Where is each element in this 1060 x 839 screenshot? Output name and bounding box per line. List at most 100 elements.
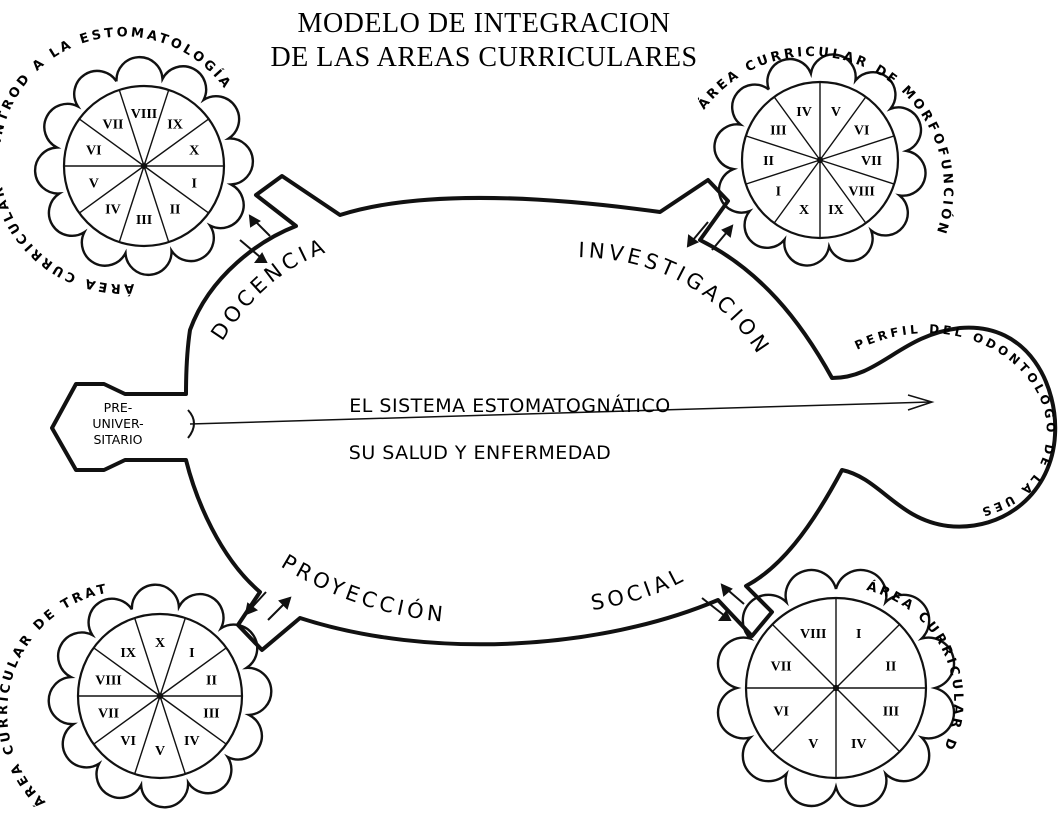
wheel-spoke <box>143 165 170 243</box>
central-arrow-head <box>907 394 935 411</box>
wheel-spoke <box>835 623 901 689</box>
wheel-segment-numeral: II <box>170 203 181 218</box>
wheel-spoke <box>133 617 161 697</box>
wheel-hub <box>140 162 148 170</box>
wheel-rim <box>47 583 273 809</box>
center-text-line-1: EL SISTEMA ESTOMATOGNÁTICO <box>349 394 670 417</box>
wheel-segment-numeral: X <box>799 203 809 218</box>
wheel-spoke <box>835 687 901 753</box>
wheel-spoke <box>819 96 867 161</box>
wheel-rim <box>713 53 927 267</box>
title-line-1: MODELO DE INTEGRACION <box>298 8 671 39</box>
arrows-bottom-right <box>701 583 745 621</box>
wheel-spoke <box>78 118 145 167</box>
wheel-spoke <box>773 96 821 161</box>
wheel-spoke <box>745 135 821 161</box>
wheel-segment-numeral: II <box>763 154 774 169</box>
wheel-spoke <box>93 647 161 697</box>
wheel-spoke <box>773 159 821 224</box>
wheel-spoke <box>159 647 227 697</box>
wheel-spoke <box>159 695 227 745</box>
main-body-outline <box>50 174 1058 652</box>
wheel-spoke <box>159 617 187 697</box>
investigacion-label: INVESTIGACION <box>578 238 776 360</box>
wheel-segment-numeral: V <box>831 105 841 120</box>
wheel-spoke <box>819 135 895 161</box>
wheel-segment-numeral: V <box>808 737 818 752</box>
wheel-hub <box>156 692 164 700</box>
central-arrow-line <box>189 401 931 425</box>
social-label: SOCIAL <box>589 562 690 615</box>
wheel-segment-numeral: I <box>856 627 861 642</box>
wheel-spoke <box>819 159 895 185</box>
arrows-bottom-left <box>244 591 292 621</box>
wheel-segment-numeral: VIII <box>95 673 121 688</box>
wheel-hub <box>816 156 824 164</box>
docencia-label: DOCENCIA <box>206 233 331 344</box>
wheel-spoke <box>819 159 867 224</box>
wheel-segment-numeral: I <box>776 184 781 199</box>
wheel-spoke <box>78 165 145 214</box>
wheel-segment-numeral: III <box>136 213 152 228</box>
wheel-segment-numeral: I <box>191 176 196 191</box>
wheel-spoke <box>771 687 837 753</box>
wheel-spoke <box>93 695 161 745</box>
wheel-bottom-left-label: ÁREA CURRICULAR DE TRATAMIENTOS <box>0 0 109 810</box>
wheel-segment-numeral: IV <box>796 105 812 120</box>
wheel-segment-numeral: X <box>155 636 165 651</box>
wheel-segment-numeral: II <box>885 659 896 674</box>
wheel-spoke <box>118 89 145 167</box>
wheel-segment-numeral: VII <box>98 707 119 722</box>
wheel-segment-numeral: VI <box>854 124 870 139</box>
preuniversitario-line-1: PRE- <box>104 400 133 415</box>
arrows-top-right <box>686 221 734 251</box>
wheel-top-right-label: ÁREA CURRICULAR DE MORFOFUNCIÓN <box>695 45 956 238</box>
wheel-spoke <box>143 165 210 214</box>
wheel-segment-numeral: IX <box>167 117 183 132</box>
wheel-spoke <box>159 695 187 775</box>
wheel-segment-numeral: I <box>189 646 194 661</box>
wheel-segment-numeral: IV <box>851 737 867 752</box>
wheel-spoke <box>143 89 170 167</box>
wheel-segment-numeral: VI <box>86 144 102 159</box>
wheel-segment-numeral: X <box>189 144 199 159</box>
wheel-hub <box>832 684 840 692</box>
proyeccion-label: PROYECCIÓN <box>277 550 447 627</box>
wheel-segment-numeral: III <box>203 707 219 722</box>
preuniversitario-line-3: SITARIO <box>93 432 142 447</box>
wheel-segment-numeral: VI <box>120 734 136 749</box>
wheel-spoke <box>745 159 821 185</box>
wheel-segment-numeral: III <box>770 124 786 139</box>
wheel-segment-numeral: IX <box>828 203 844 218</box>
center-text-line-2: SU SALUD Y ENFERMEDAD <box>349 442 611 464</box>
wheel-spoke <box>143 118 210 167</box>
wheel-spoke <box>118 165 145 243</box>
wheel-segment-numeral: VII <box>861 154 882 169</box>
wheel-segment-numeral: V <box>155 744 165 759</box>
wheel-segment-numeral: IV <box>184 734 200 749</box>
wheel-segment-numeral: III <box>883 705 899 720</box>
wheel-segment-numeral: VIII <box>800 627 826 642</box>
arrows-top-left <box>239 214 271 263</box>
wheel-segment-numeral: IX <box>120 646 136 661</box>
preuniversitario-line-2: UNIVER- <box>92 416 143 431</box>
wheel-spoke <box>133 695 161 775</box>
wheel-segment-numeral: VII <box>102 117 123 132</box>
title-line-2: DE LAS AREAS CURRICULARES <box>270 42 697 73</box>
wheel-spoke <box>771 623 837 689</box>
wheel-segment-numeral: V <box>89 176 99 191</box>
wheel-segment-numeral: IV <box>105 203 121 218</box>
wheel-segment-numeral: VII <box>771 659 792 674</box>
wheel-rim <box>716 568 956 808</box>
wheel-top-left-label: ÁREA CURRICULAR DE INTROD A LA ESTOMATOL… <box>0 25 235 296</box>
wheel-rim <box>33 55 255 277</box>
wheel-segment-numeral: VIII <box>848 184 874 199</box>
wheel-segment-numeral: VIII <box>131 107 157 122</box>
wheel-segment-numeral: VI <box>773 705 789 720</box>
wheel-segment-numeral: II <box>206 673 217 688</box>
